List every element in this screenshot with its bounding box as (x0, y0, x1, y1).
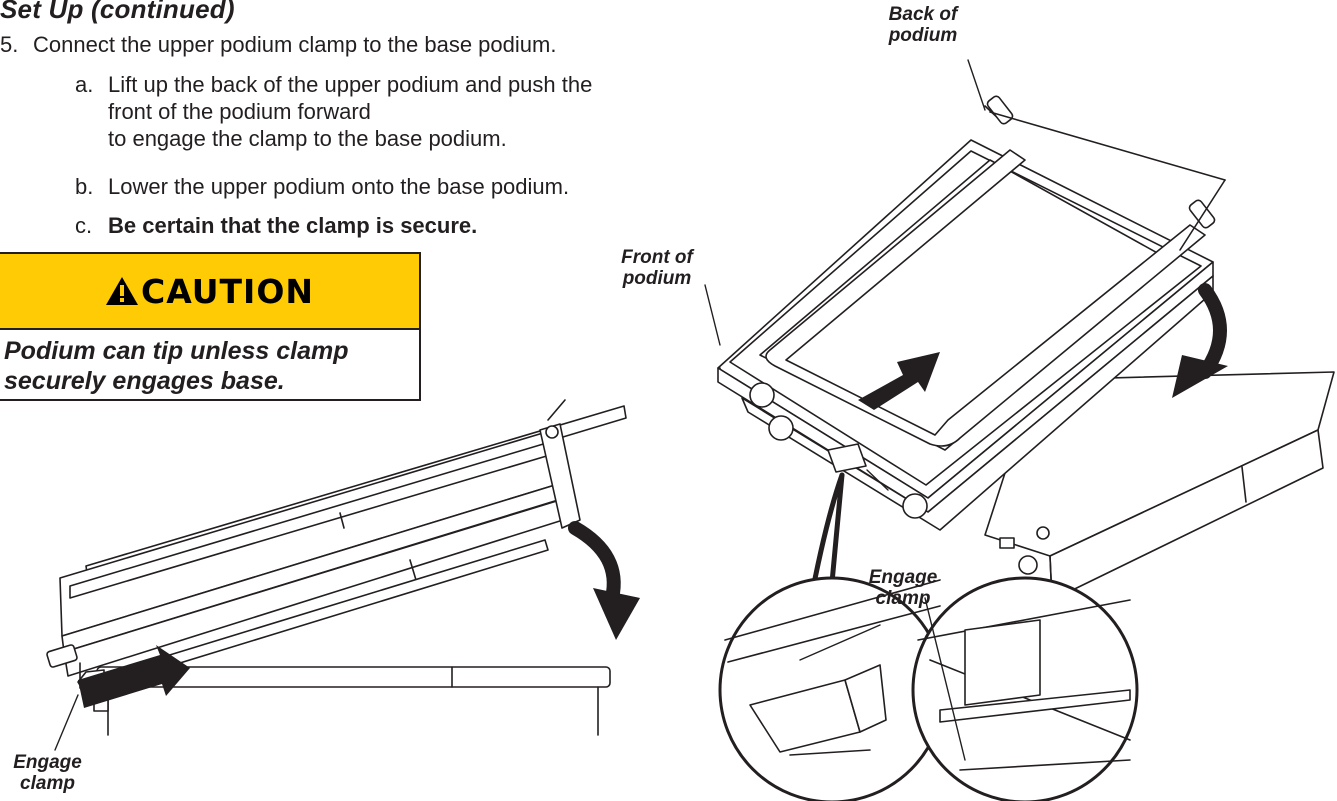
warning-triangle-icon (106, 277, 138, 305)
caution-heading: CAUTION (141, 271, 314, 311)
substep-text: Lift up the back of the upper podium and… (108, 71, 708, 152)
side-view-diagram (46, 399, 640, 751)
caution-line: Podium can tip unless clamp (4, 337, 349, 365)
callout-line: Engage (868, 567, 938, 588)
step-text: Connect the upper podium clamp to the ba… (33, 32, 557, 57)
callout-line: Engage (13, 752, 82, 773)
iso-view-diagram (704, 59, 1335, 801)
callout-line: clamp (875, 588, 931, 609)
caution-box: CAUTION Podium can tip unless clamp secu… (0, 252, 421, 401)
substep-line: front of the podium forward (108, 99, 371, 124)
caution-line: securely engages base. (4, 367, 285, 395)
callout-line: Front of (621, 247, 693, 268)
step-number: 5. (0, 32, 19, 57)
callout-line: clamp (20, 773, 75, 794)
substep-label: c. (75, 213, 93, 238)
substep-line: Be certain that the clamp is secure. (108, 213, 478, 238)
caution-message: Podium can tip unless clamp securely eng… (0, 330, 419, 396)
callout-line: Back of (888, 4, 958, 25)
substep-text: Be certain that the clamp is secure. (108, 212, 708, 239)
callout-back-of-podium: Back of podium (873, 4, 973, 46)
caution-header: CAUTION (0, 254, 419, 330)
callout-line: podium (622, 268, 692, 289)
callout-front-of-podium: Front of podium (602, 247, 712, 289)
callout-engage-clamp-side: Engage clamp (0, 752, 95, 794)
substep-label: a. (75, 72, 94, 97)
page-title: Set Up (continued) (0, 0, 235, 24)
callout-line: podium (888, 25, 958, 46)
substep-line: to engage the clamp to the base podium. (108, 126, 507, 151)
substep-line: Lift up the back of the upper podium and… (108, 72, 593, 97)
callout-engage-clamp-detail: Engage clamp (858, 567, 948, 609)
substep-label: b. (75, 174, 94, 199)
substep-line: Lower the upper podium onto the base pod… (108, 174, 570, 199)
substep-text: Lower the upper podium onto the base pod… (108, 173, 708, 200)
